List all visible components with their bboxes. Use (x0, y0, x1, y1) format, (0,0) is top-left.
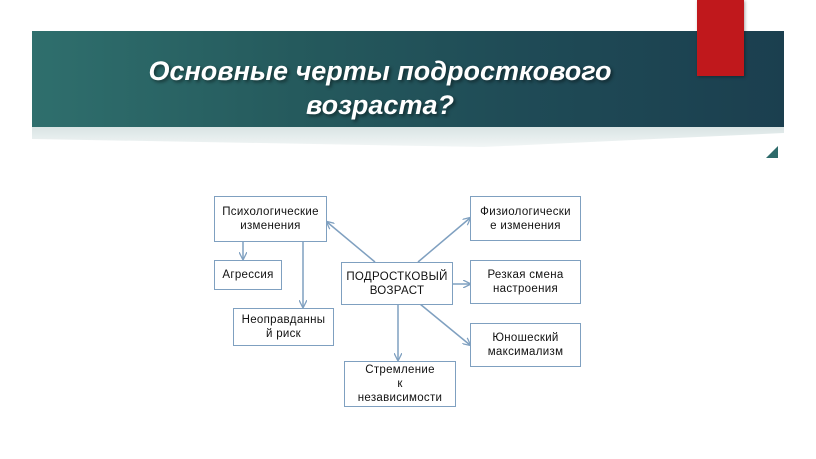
node-aggression-label: Агрессия (222, 269, 274, 281)
slide-title: Основные черты подросткового возраста? (60, 54, 700, 122)
node-risk-label: Неоправданны й риск (241, 314, 326, 340)
node-independence-label: Стремление к независимости (357, 364, 443, 404)
node-psych: Психологические изменения (214, 196, 327, 242)
node-maximalism-label: Юношеский максимализм (487, 332, 564, 358)
node-independence: Стремление к независимости (344, 361, 456, 407)
title-line-2: возраста? (306, 90, 454, 120)
node-aggression: Агрессия (214, 260, 282, 290)
node-center-label: ПОДРОСТКОВЫЙ ВОЗРАСТ (346, 270, 448, 297)
arrow-center-to-psych (327, 222, 376, 263)
title-line-1: Основные черты подросткового (148, 56, 612, 86)
corner-triangle-icon (766, 146, 778, 158)
node-phys: Физиологически е изменения (470, 196, 581, 241)
node-phys-label: Физиологически е изменения (480, 205, 571, 232)
node-mood: Резкая смена настроения (470, 260, 581, 304)
node-risk: Неоправданны й риск (233, 308, 334, 346)
title-banner (32, 31, 784, 130)
node-maximalism: Юношеский максимализм (470, 323, 581, 367)
arrow-center-to-max (419, 303, 470, 345)
node-psych-label: Психологические изменения (222, 206, 319, 232)
red-bookmark (697, 0, 744, 76)
node-mood-label: Резкая смена настроения (487, 269, 564, 295)
arrow-center-to-phys (417, 218, 470, 263)
node-center: ПОДРОСТКОВЫЙ ВОЗРАСТ (341, 262, 453, 305)
